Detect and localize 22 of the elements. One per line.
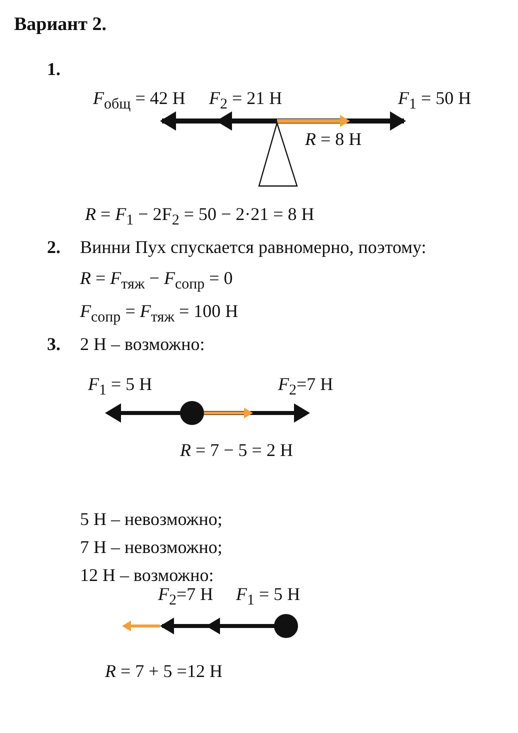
formula: F$_{2}$ = 21 Н xyxy=(209,87,282,115)
formula: R = F$_{тяж}$ − F$_{сопр}$ = 0 xyxy=(80,267,233,295)
answer-text: 7 Н – невозможно; xyxy=(80,536,222,558)
formula: R = 7 − 5 = 2 Н xyxy=(180,439,293,461)
formula: R = 8 Н xyxy=(305,128,362,150)
formula: F$_{общ}$ = 42 Н xyxy=(93,87,186,115)
item-number: 2. xyxy=(47,236,60,258)
answer-text: 2 Н – возможно: xyxy=(80,333,205,355)
answer-text: Винни Пух спускается равномерно, поэтому: xyxy=(80,236,426,258)
formula: F$_{1}$ = 5 Н xyxy=(88,373,152,401)
answer-text: 12 Н – возможно: xyxy=(80,564,214,586)
formula: R = 7 + 5 =12 Н xyxy=(105,660,222,682)
answer-text: 5 Н – невозможно; xyxy=(80,508,222,530)
formula: F$_{2}$=7 Н xyxy=(278,373,334,401)
formula: F$_{1}$ = 50 Н xyxy=(398,87,472,115)
formula: F$_{1}$ = 5 Н xyxy=(236,583,300,611)
formula: F$_{2}$=7 Н xyxy=(158,583,214,611)
item-number: 1. xyxy=(47,58,60,80)
item-number: 3. xyxy=(47,333,60,355)
formula: R = F$_{1}$ − 2F$_{2}$ = 50 − 2·21 = 8 Н xyxy=(85,203,314,231)
formula: F$_{сопр}$ = F$_{тяж}$ = 100 Н xyxy=(80,300,238,328)
heading: Вариант 2. xyxy=(14,14,106,36)
